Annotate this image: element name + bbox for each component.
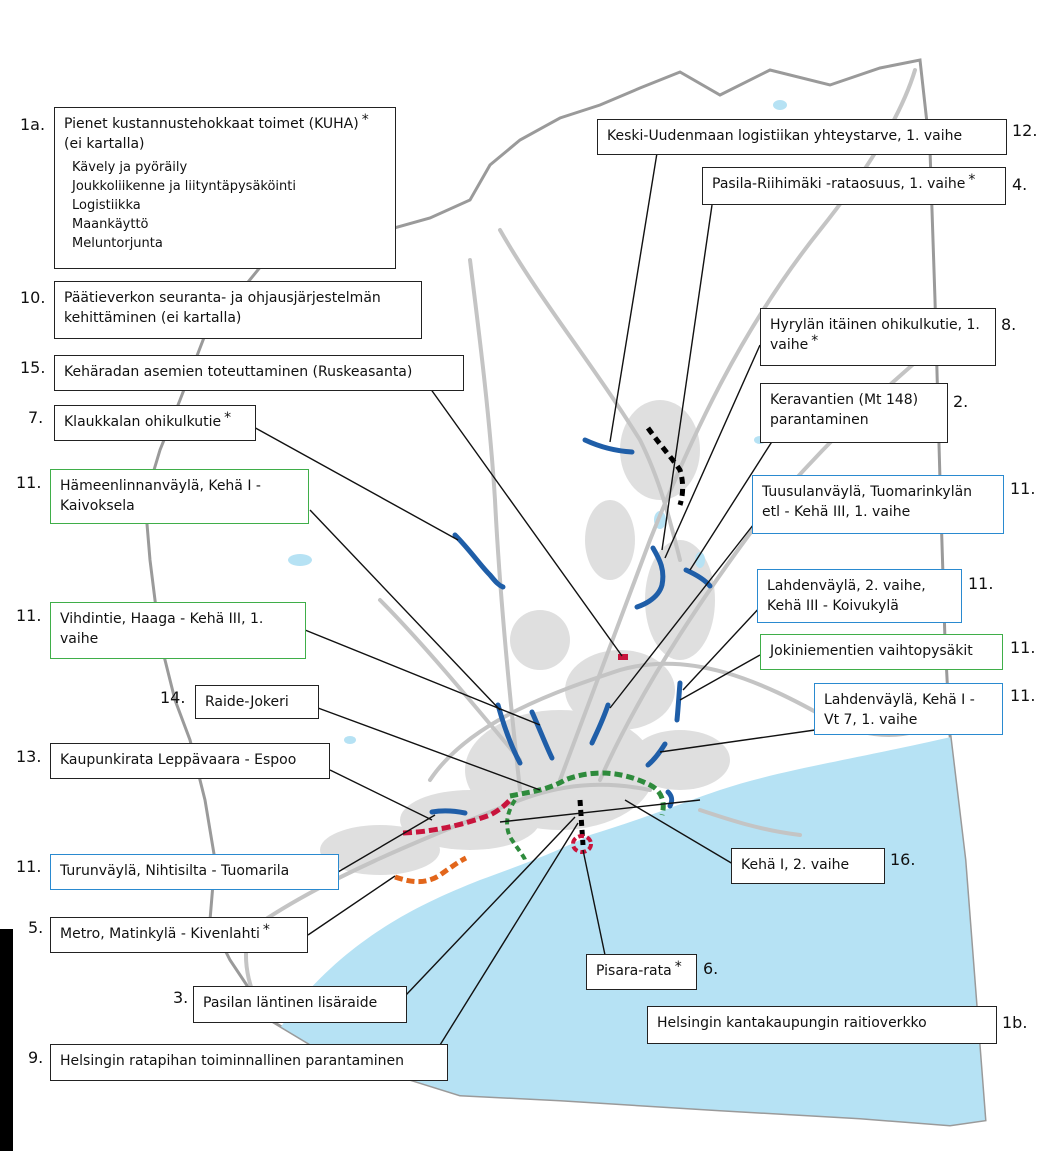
label-text: Pienet kustannustehokkaat toimet (KUHA) bbox=[64, 116, 359, 132]
label-number: 11. bbox=[16, 473, 42, 492]
label-11-turunvayla: Turunväylä, Nihtisilta - Tuomarila bbox=[50, 854, 339, 890]
label-number: 11. bbox=[16, 606, 42, 625]
label-number: 5. bbox=[28, 918, 44, 937]
label-16: Kehä I, 2. vaihe bbox=[731, 848, 885, 884]
label-11-jokiniementien: Jokiniementien vaihtopysäkit bbox=[760, 634, 1003, 670]
label-number: 13. bbox=[16, 747, 42, 766]
label-number: 1a. bbox=[20, 115, 46, 134]
label-number: 8. bbox=[1001, 315, 1017, 334]
list-item: Kävely ja pyöräily bbox=[72, 160, 188, 175]
label-text: Hyrylän itäinen ohikulkutie, 1. vaihe bbox=[770, 317, 980, 353]
label-number: 2. bbox=[953, 392, 969, 411]
label-2: Keravantien (Mt 148) parantaminen bbox=[760, 383, 948, 443]
urban-areas bbox=[320, 400, 730, 875]
label-11-lahdenvayla-keha1: Lahdenväylä, Kehä I - Vt 7, 1. vaihe bbox=[814, 683, 1003, 735]
label-number: 16. bbox=[890, 850, 916, 869]
list-item: Joukkoliikenne ja liityntäpysäköinti bbox=[72, 179, 296, 194]
label-11-tuusulanvayla: Tuusulanväylä, Tuomarinkylän etl - Kehä … bbox=[752, 475, 1004, 534]
label-number: 3. bbox=[173, 988, 189, 1007]
list-item: Logistiikka bbox=[72, 198, 141, 213]
label-number: 6. bbox=[703, 959, 719, 978]
label-number: 11. bbox=[1010, 686, 1036, 705]
label-1a-kuha: Pienet kustannustehokkaat toimet (KUHA)*… bbox=[54, 107, 396, 269]
road-project-segments bbox=[429, 437, 713, 816]
label-number: 7. bbox=[28, 408, 44, 427]
label-number: 11. bbox=[1010, 638, 1036, 657]
label-text: (ei kartalla) bbox=[64, 136, 145, 152]
label-4: Pasila-Riihimäki -rataosuus, 1. vaihe* bbox=[702, 167, 1006, 205]
leader-lines bbox=[249, 152, 816, 1046]
label-number: 10. bbox=[20, 288, 46, 307]
label-text: Pasila-Riihimäki -rataosuus, 1. vaihe bbox=[712, 176, 966, 192]
label-number: 12. bbox=[1012, 121, 1038, 140]
label-number: 11. bbox=[16, 857, 42, 876]
label-12: Keski-Uudenmaan logistiikan yhteystarve,… bbox=[597, 119, 1007, 155]
label-6-pisara: Pisara-rata* bbox=[586, 954, 697, 990]
label-number: 15. bbox=[20, 358, 46, 377]
list-item: Maankäyttö bbox=[72, 217, 149, 232]
label-11-lahdenvayla-2: Lahdenväylä, 2. vaihe, Kehä III - Koivuk… bbox=[757, 569, 962, 623]
edge-bar bbox=[0, 929, 13, 1151]
label-9: Helsingin ratapihan toiminnallinen paran… bbox=[50, 1044, 448, 1081]
label-text: Pisara-rata bbox=[596, 963, 672, 979]
label-5-metro: Metro, Matinkylä - Kivenlahti* bbox=[50, 917, 308, 953]
label-10: Päätieverkon seuranta- ja ohjausjärjeste… bbox=[54, 281, 422, 339]
label-13: Kaupunkirata Leppävaara - Espoo bbox=[50, 743, 330, 779]
label-number: 1b. bbox=[1002, 1013, 1028, 1032]
label-number: 4. bbox=[1012, 175, 1028, 194]
label-8: Hyrylän itäinen ohikulkutie, 1. vaihe* bbox=[760, 308, 996, 366]
label-11-hameenlinnanvayla: Hämeenlinnanväylä, Kehä I - Kaivoksela bbox=[50, 469, 309, 524]
label-text: Klaukkalan ohikulkutie bbox=[64, 414, 222, 430]
label-number: 11. bbox=[1010, 479, 1036, 498]
label-number: 9. bbox=[28, 1048, 44, 1067]
label-14-raide-jokeri: Raide-Jokeri bbox=[195, 685, 319, 719]
label-number: 11. bbox=[968, 574, 994, 593]
list-item: Meluntorjunta bbox=[72, 236, 163, 251]
label-11-vihdintie: Vihdintie, Haaga - Kehä III, 1. vaihe bbox=[50, 602, 306, 659]
label-number: 14. bbox=[160, 688, 186, 707]
rail-project-segments bbox=[394, 426, 686, 885]
label-7: Klaukkalan ohikulkutie* bbox=[54, 405, 256, 441]
label-1b: Helsingin kantakaupungin raitioverkko bbox=[647, 1006, 997, 1044]
label-15: Kehäradan asemien toteuttaminen (Ruskeas… bbox=[54, 355, 464, 391]
label-3: Pasilan läntinen lisäraide bbox=[193, 986, 407, 1023]
label-text: Metro, Matinkylä - Kivenlahti bbox=[60, 926, 260, 942]
